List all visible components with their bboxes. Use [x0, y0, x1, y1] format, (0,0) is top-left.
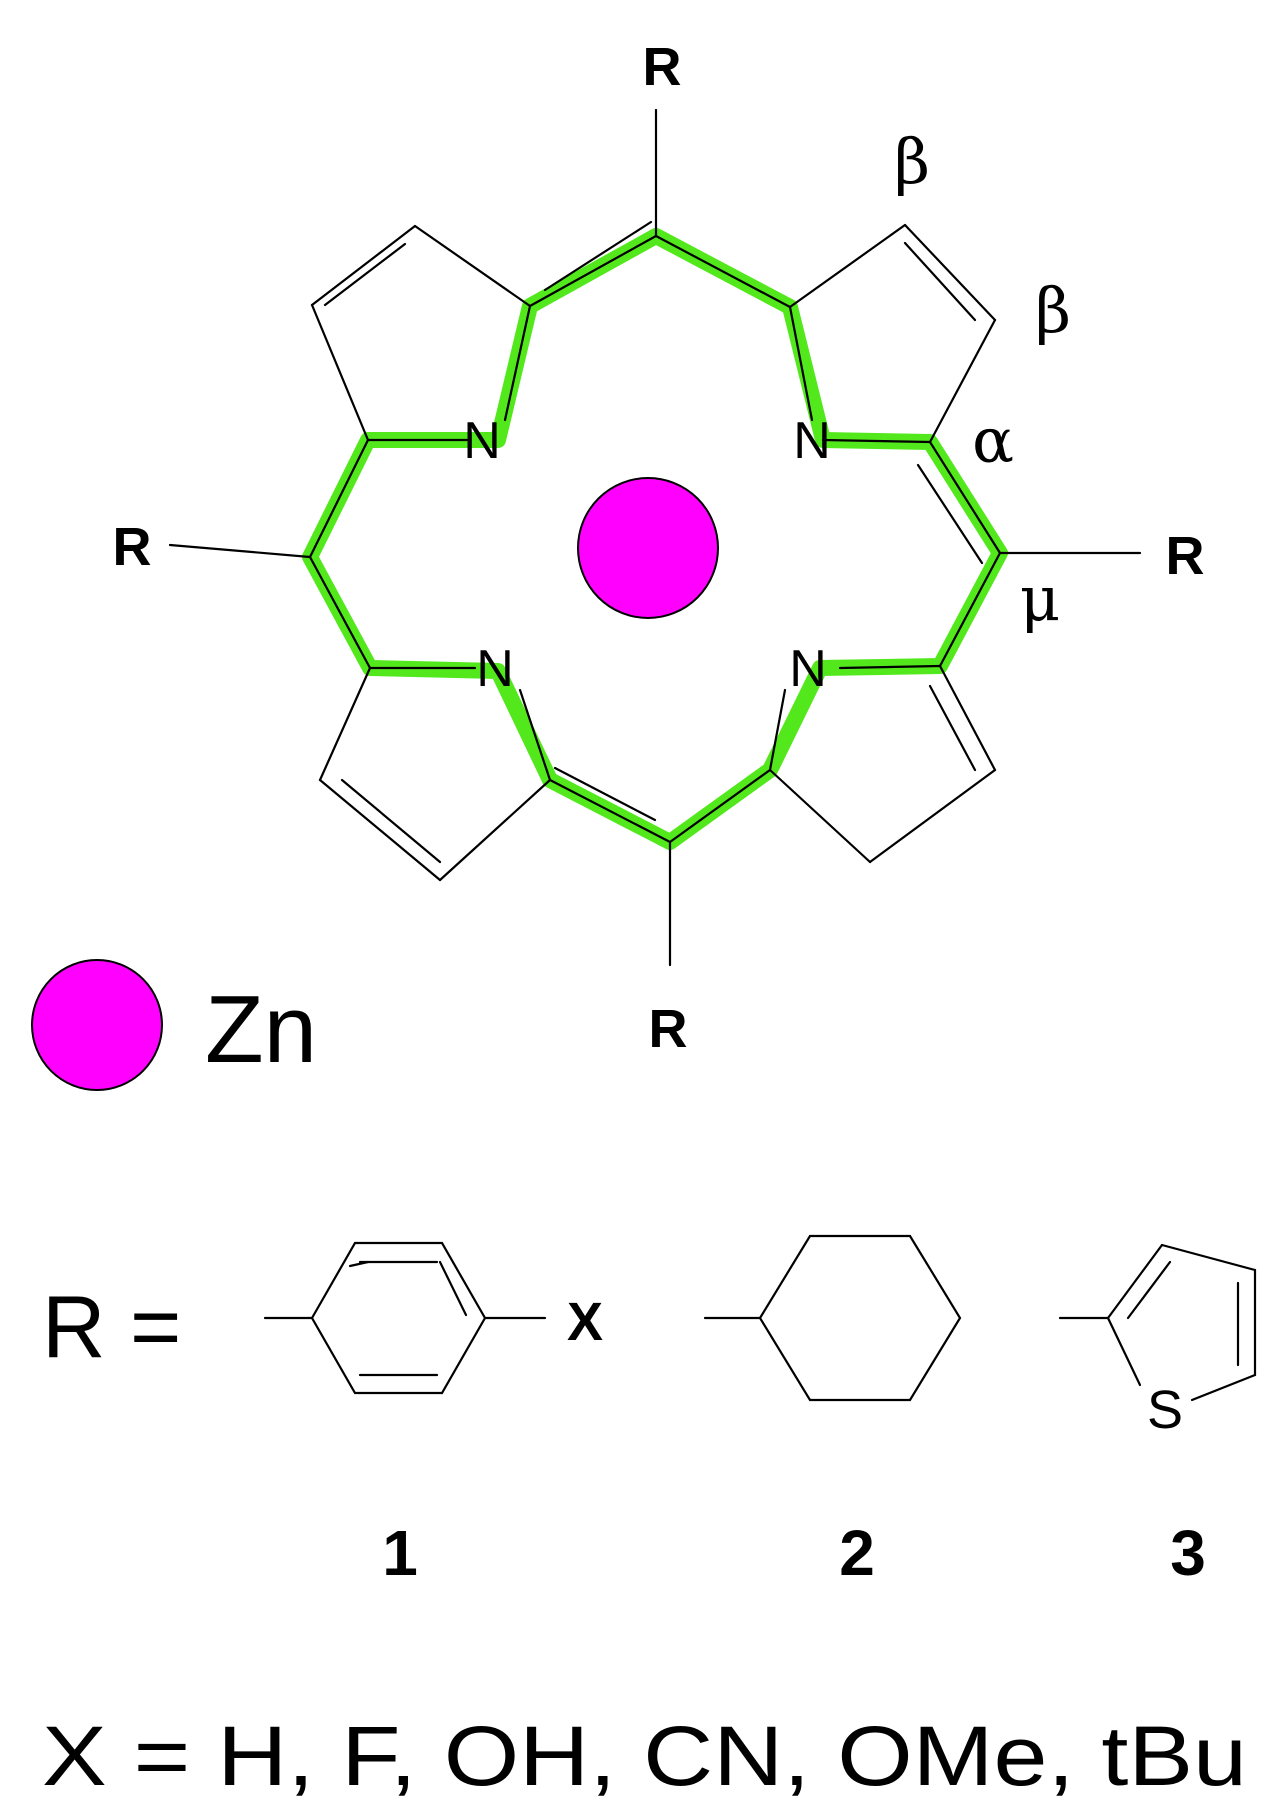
substituent-r-top: R	[643, 37, 682, 97]
aryl-substituent	[263, 1241, 547, 1395]
substituent-r-left: R	[113, 517, 152, 577]
cyclohexyl-substituent	[703, 1234, 962, 1402]
zinc-atom	[577, 477, 719, 619]
substituent-r-right: R	[1166, 526, 1205, 586]
zinc-legend-swatch	[31, 959, 163, 1091]
compound-label-2: 2	[839, 1517, 875, 1589]
nitrogen-label-top-left: N	[463, 412, 501, 470]
porphyrin-skeleton	[168, 108, 1142, 967]
thiophene-sulfur-label: S	[1147, 1380, 1183, 1440]
mu-label: μ	[1020, 562, 1060, 635]
beta-label-right: β	[1035, 274, 1071, 347]
nitrogen-label-bottom-left: N	[476, 640, 514, 698]
nitrogen-label-top-right: N	[793, 412, 831, 470]
substituent-r-bottom: R	[649, 999, 688, 1059]
compound-label-1: 1	[382, 1517, 418, 1589]
thienyl-substituent	[1058, 1243, 1257, 1402]
alpha-label: α	[972, 404, 1014, 477]
beta-label-top: β	[894, 125, 930, 198]
x-substituent-label: X	[567, 1292, 603, 1352]
nitrogen-label-bottom-right: N	[789, 640, 827, 698]
x-values-caption: X = H, F, OH, CN, OMe, tBu	[42, 1709, 1247, 1803]
zinc-legend-label: Zn	[205, 976, 317, 1083]
r-equals-label: R =	[42, 1277, 181, 1376]
compound-label-3: 3	[1170, 1517, 1206, 1589]
